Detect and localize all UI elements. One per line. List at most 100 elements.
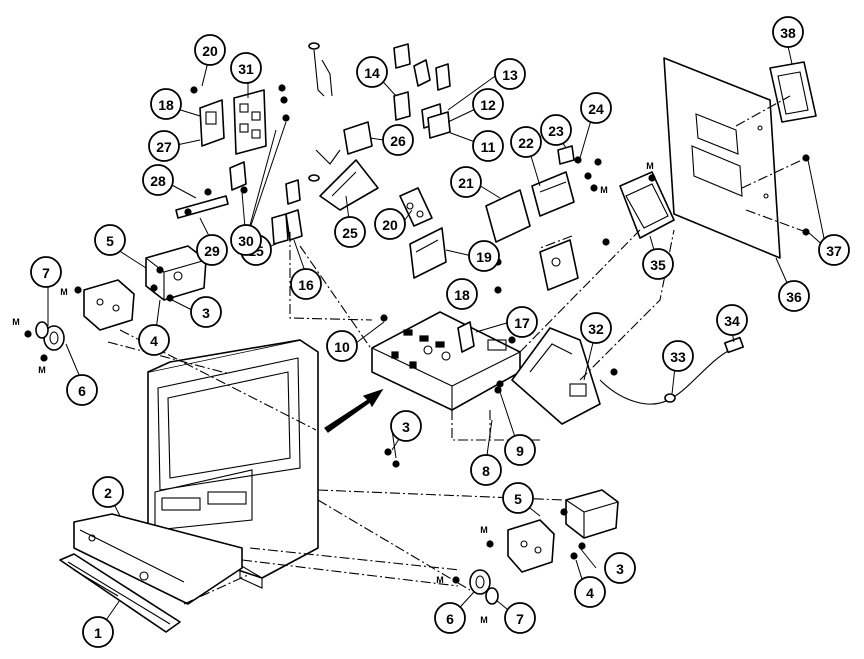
board-19 [409, 227, 447, 279]
callout-label: 27 [156, 139, 172, 155]
callout-27: 27 [148, 130, 180, 162]
callout-33: 33 [662, 340, 694, 372]
callout-label: 35 [650, 257, 666, 273]
callout-circle [374, 208, 406, 240]
callout-1: 1 [82, 616, 114, 648]
callout-circle [818, 234, 850, 266]
svg-text:M: M [480, 615, 488, 625]
callout-circle [642, 248, 674, 280]
callout-circle [472, 88, 504, 120]
callout-25: 25 [334, 216, 366, 248]
callout-circle [510, 126, 542, 158]
bracket-20 [399, 187, 433, 227]
svg-text:M: M [12, 317, 20, 327]
power-cord [599, 336, 745, 405]
callout-label: 13 [502, 67, 518, 83]
callout-30: 30 [230, 224, 262, 256]
front-panel [73, 513, 243, 605]
callout-label: 14 [364, 65, 380, 81]
callout-circle [434, 602, 466, 634]
callout-label: 1 [94, 625, 102, 641]
parts-15-16 [271, 179, 303, 245]
callout-circle [772, 16, 804, 48]
callout-label: 18 [158, 97, 174, 113]
callout-3: 3 [190, 296, 222, 328]
callout-label: 6 [446, 611, 454, 627]
callout-circle [66, 374, 98, 406]
callout-circle [334, 216, 366, 248]
bracket-30 [229, 161, 247, 191]
board-25 [319, 159, 379, 211]
callout-label: 7 [516, 611, 524, 627]
board-26 [343, 121, 373, 155]
bracket-32 [511, 327, 601, 425]
svg-text:M: M [646, 161, 654, 171]
callout-20: 20 [374, 208, 406, 240]
callout-circle [504, 434, 536, 466]
parts-14 [393, 43, 411, 121]
callout-4: 4 [138, 324, 170, 356]
callout-circle [494, 58, 526, 90]
tv-cabinet [147, 339, 384, 589]
callout-18: 18 [446, 278, 478, 310]
callout-label: 9 [516, 443, 524, 459]
callout-label: 4 [586, 585, 594, 601]
callout-label: 30 [238, 233, 254, 249]
callouts: 1233344556677891011121314151617181819202… [30, 16, 850, 648]
callout-label: 33 [670, 349, 686, 365]
callout-22: 22 [510, 126, 542, 158]
callout-20: 20 [194, 34, 226, 66]
callout-label: 25 [342, 225, 358, 241]
callout-4: 4 [574, 576, 606, 608]
callout-label: 10 [334, 339, 350, 355]
callout-17: 17 [506, 306, 538, 338]
callout-circle [716, 304, 748, 336]
speaker-right [469, 489, 619, 605]
svg-text:M: M [600, 185, 608, 195]
callout-circle [504, 602, 536, 634]
callout-circle [230, 52, 262, 84]
callout-circle [150, 88, 182, 120]
callout-circle [574, 576, 606, 608]
callout-circle [468, 240, 500, 272]
main-chassis [371, 311, 521, 411]
callout-7: 7 [30, 256, 62, 288]
callout-circle [230, 224, 262, 256]
callout-label: 2 [104, 485, 112, 501]
assembly-lines [107, 95, 807, 605]
parts-11-12-13 [413, 59, 451, 139]
callout-6: 6 [434, 602, 466, 634]
frame-38 [769, 61, 817, 123]
bar-29 [175, 195, 229, 219]
callout-circle [502, 482, 534, 514]
callout-label: 12 [480, 97, 496, 113]
callout-label: 31 [238, 61, 254, 77]
callout-circle [604, 552, 636, 584]
callout-label: 5 [106, 233, 114, 249]
callout-8: 8 [470, 454, 502, 486]
callout-label: 7 [42, 265, 50, 281]
callout-34: 34 [716, 304, 748, 336]
callout-37: 37 [818, 234, 850, 266]
callout-circle [540, 114, 572, 146]
callout-circle [450, 166, 482, 198]
callout-14: 14 [356, 56, 388, 88]
callout-circle [580, 92, 612, 124]
callout-circle [472, 130, 504, 162]
callout-label: 3 [202, 305, 210, 321]
callout-label: 11 [481, 139, 496, 155]
svg-text:M: M [38, 365, 46, 375]
callout-3: 3 [390, 410, 422, 442]
callout-31: 31 [230, 52, 262, 84]
callout-16: 16 [290, 268, 322, 300]
callout-5: 5 [502, 482, 534, 514]
callout-10: 10 [326, 330, 358, 362]
callout-label: 6 [78, 383, 86, 399]
callout-label: 29 [204, 243, 220, 259]
speaker-left [35, 245, 207, 351]
callout-24: 24 [580, 92, 612, 124]
callout-26: 26 [382, 124, 414, 156]
rod-assembly [308, 42, 341, 182]
callout-circle [138, 324, 170, 356]
